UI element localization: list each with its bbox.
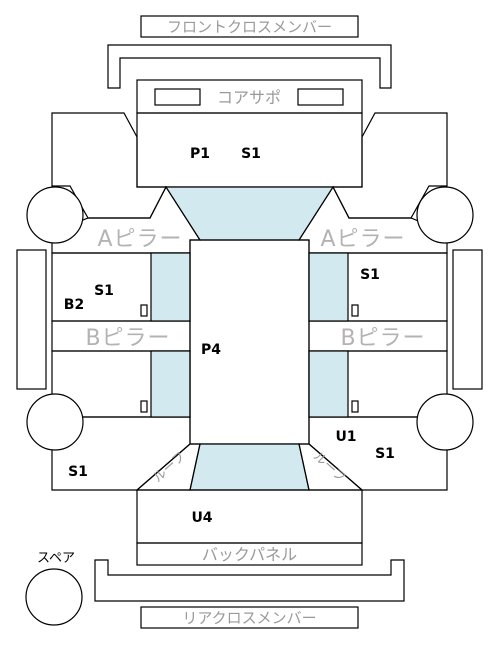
- code-s1-left-lower: S1: [68, 464, 88, 480]
- wheel-front-left: [26, 186, 84, 244]
- rear-window: [189, 443, 310, 491]
- rear-cross-member-label: リアクロスメンバー: [182, 609, 316, 627]
- code-s1-left-upper: S1: [94, 283, 114, 299]
- code-p1: P1: [190, 146, 210, 162]
- left-lower-mark: [140, 400, 148, 413]
- code-b2: B2: [64, 297, 84, 313]
- right-side-strip: [452, 249, 483, 390]
- a-pillar-right-label: Aピラー: [320, 227, 405, 252]
- front-cross-member-box: [140, 15, 359, 38]
- a-pillar-left-label: Aピラー: [97, 227, 182, 252]
- wheel-rear-left: [26, 393, 84, 451]
- wheel-front-right: [416, 186, 474, 244]
- right-lower-mark: [351, 400, 359, 413]
- core-support-left-slot: [154, 88, 201, 106]
- wheel-rear-right: [416, 393, 474, 451]
- code-u4: U4: [191, 510, 212, 526]
- code-s1-right-lower: S1: [375, 446, 395, 462]
- code-u1: U1: [335, 429, 356, 445]
- left-side-strip: [16, 249, 47, 390]
- right-upper-mark: [351, 304, 359, 317]
- code-p4: P4: [201, 342, 221, 358]
- rear-cross-member-box: [140, 606, 359, 629]
- code-s1-right-upper: S1: [360, 267, 380, 283]
- left-rear-door-glass: [150, 350, 191, 418]
- front-cross-member-bracket: [107, 44, 392, 89]
- core-support-label: コアサポ: [217, 88, 281, 107]
- code-s1-front: S1: [241, 146, 261, 162]
- rear-cross-member-bracket: [94, 559, 405, 602]
- trunk: [136, 489, 363, 544]
- right-pillar-diag-label: ルーフ: [310, 449, 348, 486]
- back-panel-label: バックパネル: [202, 545, 297, 564]
- front-cross-member-label: フロントクロスメンバー: [167, 18, 332, 36]
- left-upper-mark: [140, 304, 148, 317]
- spare-tire: [25, 568, 83, 626]
- right-front-door-glass: [308, 252, 349, 322]
- b-pillar-left-label: Bピラー: [85, 326, 170, 351]
- left-pillar-diag-label: ルーフ: [150, 449, 188, 486]
- spare-label: スペア: [37, 551, 75, 566]
- core-support-right-slot: [297, 88, 344, 106]
- right-rear-door-glass: [308, 350, 349, 418]
- windshield: [164, 186, 335, 241]
- back-panel-box: [136, 542, 363, 566]
- left-front-door-glass: [150, 252, 191, 322]
- b-pillar-right-label: Bピラー: [340, 326, 425, 351]
